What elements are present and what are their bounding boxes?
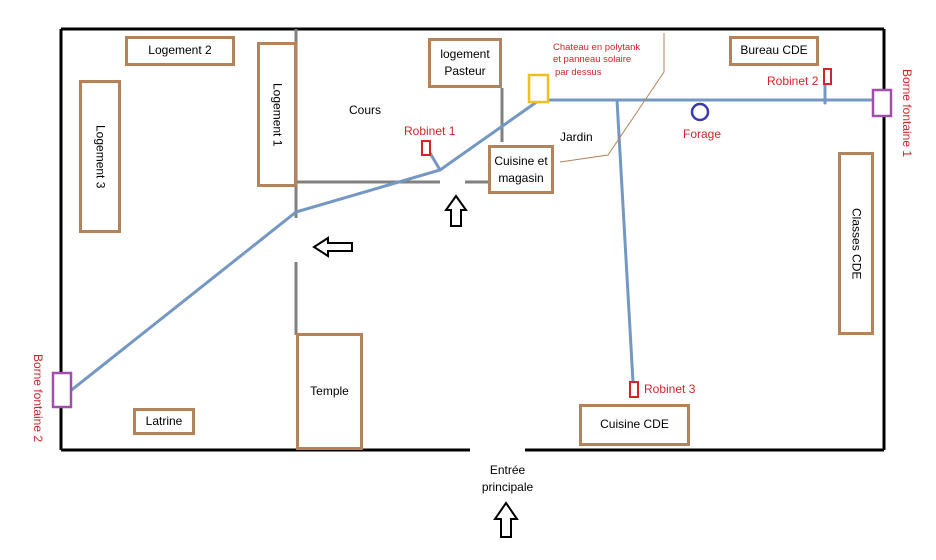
forage-icon [690, 102, 710, 122]
room-cuisine-cde: Cuisine CDE [579, 404, 690, 446]
room-logement-3-label: Logement 3 [93, 124, 108, 189]
room-logement-1-label: Logement 1 [270, 82, 285, 147]
room-bureau-cde: Bureau CDE [729, 36, 819, 66]
label-robinet-1: Robinet 1 [404, 124, 456, 138]
room-logement-pasteur-line1: logement [440, 46, 490, 61]
room-logement-2: Logement 2 [125, 36, 235, 66]
borne-fontaine-2-icon [51, 371, 73, 409]
label-entree-line1: Entrée [489, 463, 526, 477]
label-robinet-2: Robinet 2 [767, 74, 819, 88]
robinet-1-icon [421, 140, 431, 156]
pipe-to-borne-2 [67, 99, 540, 394]
room-classes-cde-label: Classes CDE [849, 207, 864, 280]
room-latrine: Latrine [133, 408, 195, 435]
robinet-3-icon [629, 381, 639, 398]
room-logement-3: Logement 3 [79, 80, 121, 233]
water-tank-icon [527, 73, 550, 104]
label-borne-fontaine-1: Borne fontaine 1 [900, 68, 914, 158]
water-pipes [67, 78, 875, 394]
tank-note-line1: Chateau en polytank [553, 42, 641, 53]
room-cuisine-magasin-line1: Cuisine et [494, 154, 548, 169]
robinet-2-icon [823, 68, 832, 85]
label-borne-fontaine-2: Borne fontaine 2 [31, 353, 45, 443]
arrow-up-icon [444, 194, 468, 227]
tank-note-line3: par dessus [555, 66, 602, 78]
tank-note: Chateau en polytank et panneau solaire p… [553, 42, 640, 79]
tank-note-leader [559, 33, 665, 163]
room-logement-1: Logement 1 [257, 42, 297, 187]
pipe-to-robinet-3 [615, 98, 635, 384]
outer-walls [59, 27, 886, 452]
label-forage: Forage [683, 127, 722, 141]
room-temple: Temple [296, 333, 363, 450]
label-entree-line2: principale [481, 479, 534, 494]
pipe-to-robinet-1 [428, 151, 442, 172]
tank-note-line2: et panneau solaire [553, 54, 632, 66]
arrow-left-icon [312, 236, 353, 258]
label-jardin: Jardin [560, 130, 593, 144]
label-robinet-3: Robinet 3 [644, 382, 696, 396]
room-logement-pasteur-line2: Pasteur [444, 64, 486, 78]
room-logement-pasteur: logement Pasteur [428, 38, 502, 88]
entrance-arrow-icon [493, 501, 519, 538]
room-cuisine-magasin-line2: magasin [498, 170, 544, 185]
label-entree: Entrée principale [470, 462, 545, 496]
room-classes-cde: Classes CDE [838, 152, 874, 335]
room-cuisine-magasin: Cuisine et magasin [488, 145, 554, 194]
label-cours: Cours [349, 103, 382, 117]
borne-fontaine-1-icon [871, 88, 893, 118]
